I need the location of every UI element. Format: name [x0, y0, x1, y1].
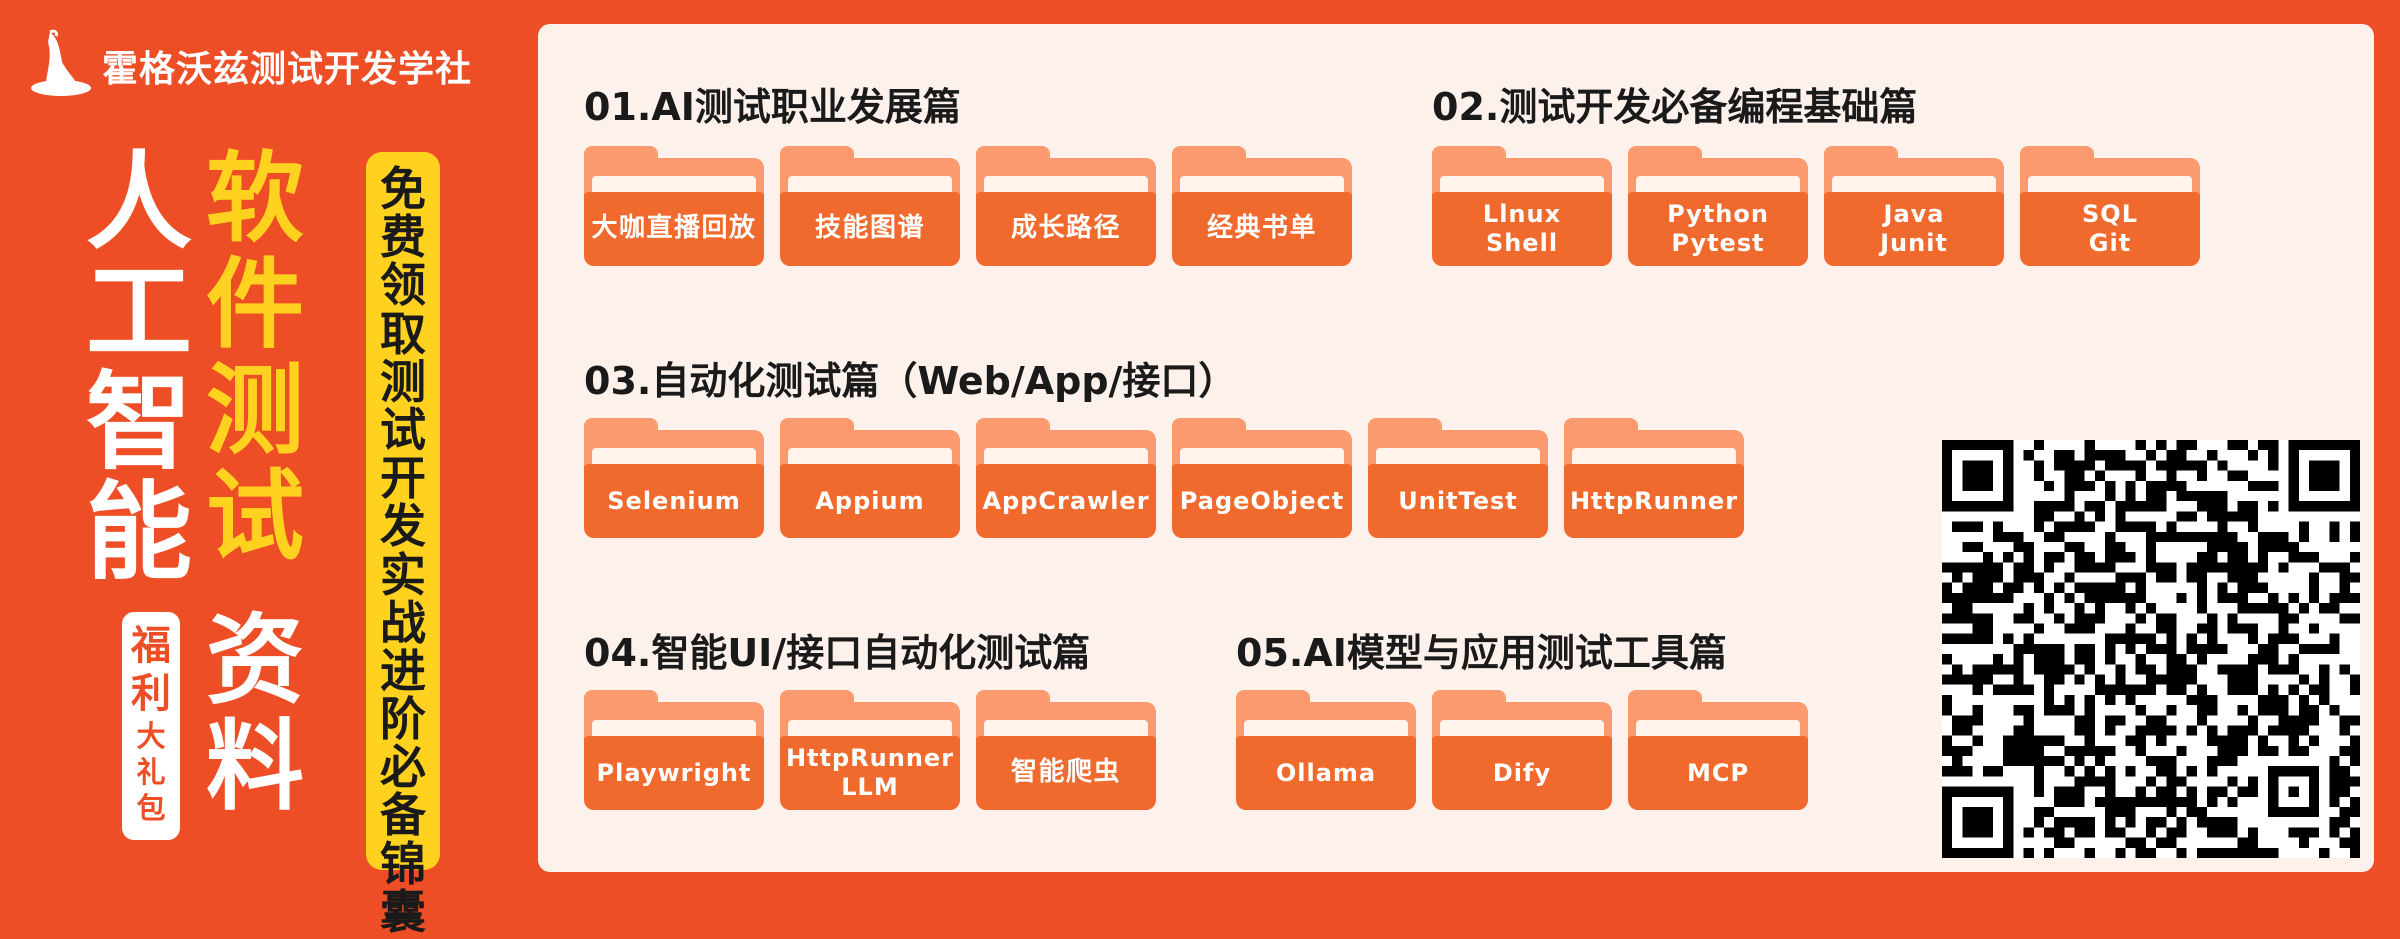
banner-char: 领 [380, 258, 426, 313]
folder-sql-git[interactable]: SQL Git [2020, 146, 2200, 266]
qr-code-icon[interactable] [1942, 440, 2360, 858]
banner-char: 囊 [380, 884, 426, 939]
folder-label: UnitTest [1398, 486, 1518, 515]
banner-char: 进 [380, 643, 426, 698]
folder-smart-crawler[interactable]: 智能爬虫 [976, 690, 1156, 810]
folder-selenium[interactable]: Selenium [584, 418, 764, 538]
banner-char: 必 [380, 740, 426, 795]
brand-name: 霍格沃兹测试开发学社 [102, 49, 473, 90]
folder-unittest[interactable]: UnitTest [1368, 418, 1548, 538]
banner-char: 发 [380, 499, 426, 554]
banner-char: 费 [380, 210, 426, 265]
folder-label: HttpRunner LLM [785, 744, 955, 801]
folder-skill-map[interactable]: 技能图谱 [780, 146, 960, 266]
banner-char: 测 [380, 354, 426, 409]
folder-label: PageObject [1179, 486, 1345, 515]
folder-label: Llnux Shell [1482, 200, 1562, 257]
folder-pageobject[interactable]: PageObject [1172, 418, 1352, 538]
folder-label: HttpRunner [1569, 486, 1739, 515]
headline-char: 软 [206, 142, 305, 256]
folder-label: Selenium [607, 486, 741, 515]
folder-label: 大咖直播回放 [591, 213, 757, 244]
folder-label: AppCrawler [982, 486, 1150, 515]
folder-ollama[interactable]: Ollama [1236, 690, 1416, 810]
folder-book-list[interactable]: 经典书单 [1172, 146, 1352, 266]
banner-char: 战 [380, 595, 426, 650]
folder-appcrawler[interactable]: AppCrawler [976, 418, 1156, 538]
folder-playwright[interactable]: Playwright [584, 690, 764, 810]
folder-label: Playwright [596, 758, 752, 787]
banner-char: 免 [380, 162, 426, 216]
section-title-automation: 03.自动化测试篇（Web/App/接口） [584, 359, 1237, 403]
banner-char: 试 [380, 402, 426, 457]
folder-live-replay[interactable]: 大咖直播回放 [584, 146, 764, 266]
section-title-programming: 02.测试开发必备编程基础篇 [1432, 85, 1918, 129]
witch-hat-logo-icon [31, 29, 91, 96]
folder-label: Python Pytest [1667, 200, 1769, 257]
headline-char: 料 [206, 710, 305, 824]
headline-software-testing: 软 件 测 试 [206, 150, 304, 574]
headline-char: 件 [206, 248, 305, 362]
banner-char: 锦 [380, 836, 426, 891]
banner-char: 实 [380, 547, 426, 602]
headline-char: 人 [86, 141, 192, 264]
folder-java-junit[interactable]: Java Junit [1824, 146, 2004, 266]
headline-char: 试 [206, 460, 305, 574]
folder-httprunner-llm[interactable]: HttpRunner LLM [780, 690, 960, 810]
folder-label: SQL Git [2082, 200, 2138, 257]
folder-label: 技能图谱 [814, 213, 925, 244]
banner-char: 阶 [380, 692, 426, 747]
folder-httprunner[interactable]: HttpRunner [1564, 418, 1744, 538]
folder-mcp[interactable]: MCP [1628, 690, 1808, 810]
folder-label: 智能爬虫 [1010, 757, 1121, 788]
folder-label: Dify [1492, 758, 1552, 787]
headline-materials: 资 料 [206, 612, 304, 824]
badge-char: 礼 [136, 755, 166, 789]
folder-label: Ollama [1275, 758, 1377, 787]
badge-char: 大 [136, 719, 166, 753]
folder-growth-path[interactable]: 成长路径 [976, 146, 1156, 266]
banner-char: 备 [380, 788, 426, 843]
folder-linux-shell[interactable]: Llnux Shell [1432, 146, 1612, 266]
welfare-badge: 福 利 大 礼 包 [122, 612, 180, 840]
left-banner: 霍格沃兹测试开发学社 人 工 智 能 软 件 测 试 资 料 福 利 大 礼 包… [0, 0, 530, 935]
badge-char: 包 [136, 791, 166, 825]
banner-char: 开 [380, 451, 426, 506]
folder-label: Appium [815, 486, 925, 515]
headline-char: 测 [206, 354, 305, 468]
vertical-banner: 免 费 领 取 测 试 开 发 实 战 进 阶 必 备 锦 囊 [366, 152, 440, 935]
headline-char: 资 [206, 604, 305, 718]
folder-appium[interactable]: Appium [780, 418, 960, 538]
folder-label: 经典书单 [1206, 213, 1317, 244]
headline-char: 工 [86, 251, 192, 374]
section-title-career: 01.AI测试职业发展篇 [584, 85, 961, 129]
headline-ai: 人 工 智 能 [86, 150, 192, 590]
folder-dify[interactable]: Dify [1432, 690, 1612, 810]
headline-char: 能 [86, 471, 192, 594]
badge-char: 利 [131, 671, 171, 717]
brand: 霍格沃兹测试开发学社 [30, 28, 472, 104]
folder-python-pytest[interactable]: Python Pytest [1628, 146, 1808, 266]
folder-label: Java Junit [1880, 200, 1948, 257]
folder-label: 成长路径 [1010, 213, 1121, 244]
folder-label: MCP [1686, 758, 1750, 787]
headline-char: 智 [86, 361, 192, 484]
badge-char: 福 [131, 623, 171, 669]
section-title-smart-ui: 04.智能UI/接口自动化测试篇 [584, 631, 1091, 675]
banner-char: 取 [380, 306, 426, 361]
section-title-ai-model: 05.AI模型与应用测试工具篇 [1236, 631, 1727, 675]
